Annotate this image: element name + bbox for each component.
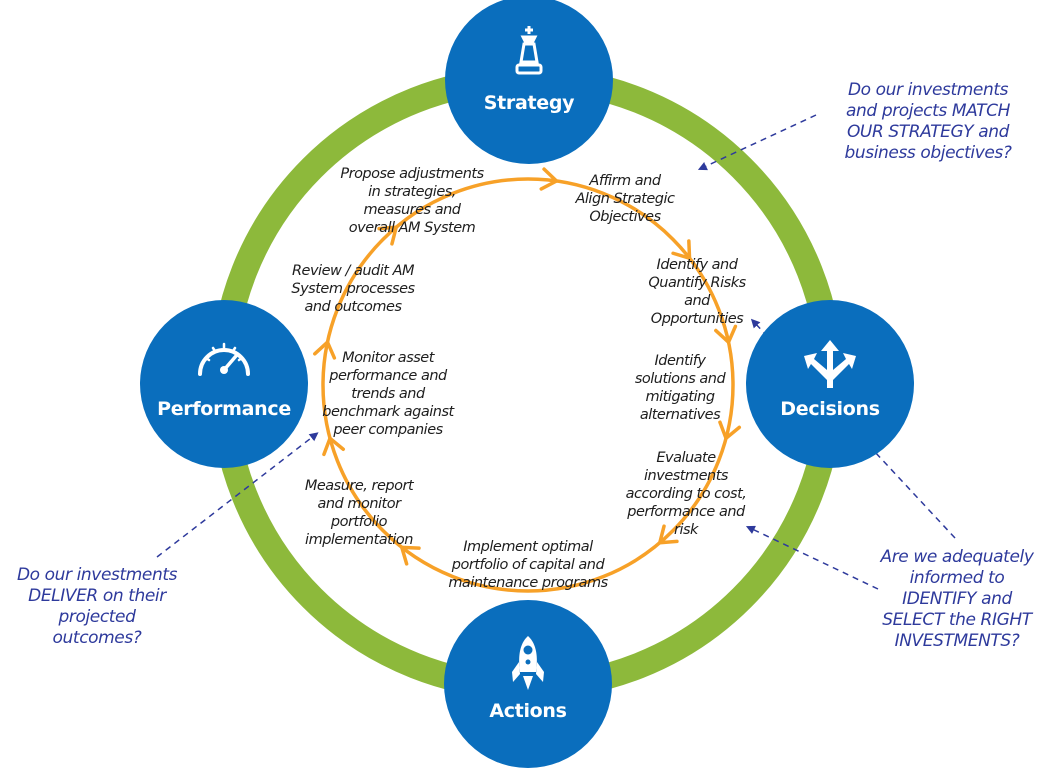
actions-label: Actions — [489, 700, 567, 722]
step-monitor-performance: Monitor asset performance and trends and… — [322, 350, 454, 438]
cycle-arrowhead — [539, 167, 559, 191]
decisions-hub: Decisions — [746, 300, 914, 468]
cycle-arrowhead — [671, 239, 692, 260]
chess-rook-icon — [515, 26, 543, 75]
cycle-arrowhead — [714, 324, 738, 344]
step-propose-adjustments: Propose adjustments in strategies, measu… — [340, 166, 484, 236]
performance-question-leader — [156, 432, 319, 558]
strategy-question: Do our investments and projects MATCH OU… — [844, 80, 1012, 163]
performance-label: Performance — [157, 398, 291, 420]
step-implement-portfolio: Implement optimal portfolio of capital a… — [448, 539, 608, 591]
step-measure-report: Measure, report and monitor portfolio im… — [304, 478, 414, 548]
cycle-arrowhead — [322, 436, 346, 457]
strategy-question-leader — [697, 114, 817, 171]
rocket-icon — [512, 636, 544, 690]
cycle-arrowhead — [718, 420, 742, 441]
step-identify-solutions: Identify solutions and mitigating altern… — [634, 353, 726, 423]
cycle-arrowhead — [313, 340, 337, 360]
cycle-arrowhead — [400, 545, 421, 566]
step-evaluate-investments: Evaluate investments according to cost, … — [625, 450, 747, 538]
performance-hub: Performance — [140, 300, 308, 468]
decisions-question-leader-evaluate — [745, 525, 879, 590]
step-review-audit: Review / audit AM System processes and o… — [291, 263, 415, 315]
branching-arrows-icon — [804, 340, 856, 388]
step-affirm-objectives: Affirm and Align Strategic Objectives — [575, 173, 675, 225]
step-identify-risks: Identify and Quantify Risks and Opportun… — [648, 257, 746, 327]
actions-hub: Actions — [444, 600, 612, 768]
strategy-hub: Strategy — [445, 0, 613, 164]
cycle-arrowhead — [377, 225, 398, 246]
cycle-arrowhead — [658, 524, 679, 545]
decisions-label: Decisions — [780, 398, 880, 420]
strategy-label: Strategy — [483, 92, 575, 114]
cycle-ring — [321, 177, 735, 593]
speedometer-icon — [198, 342, 250, 376]
decisions-question: Are we adequately informed to IDENTIFY a… — [880, 547, 1034, 651]
performance-question: Do our investments DELIVER on their proj… — [16, 565, 178, 648]
